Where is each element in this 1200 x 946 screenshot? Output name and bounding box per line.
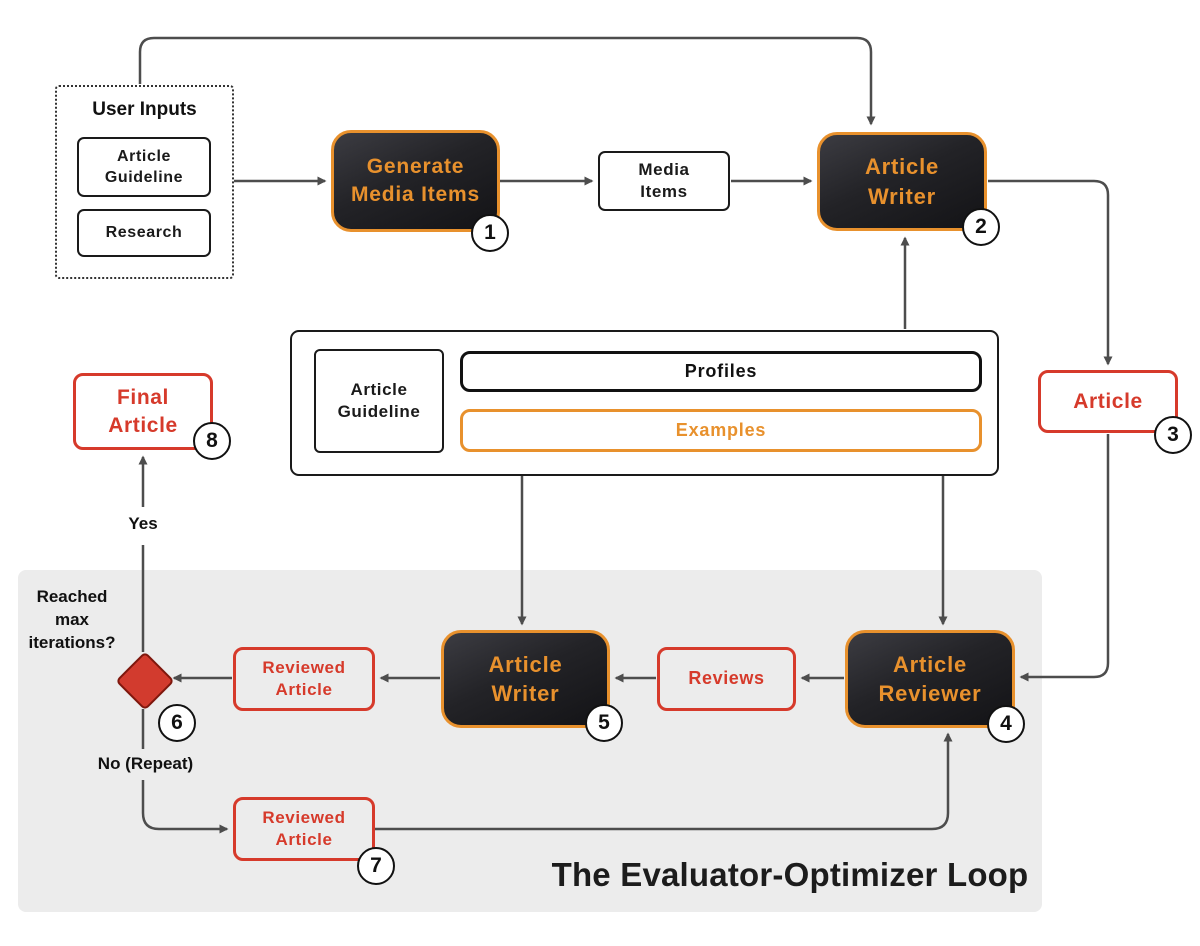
loop-title: The Evaluator-Optimizer Loop <box>551 856 1029 893</box>
profiles-node: Profiles <box>460 351 982 392</box>
reviewed-article-repeat-node: Reviewed Article <box>233 797 375 861</box>
context-container: Article Guideline Profiles Examples <box>290 330 999 476</box>
media-items-node: Media Items <box>598 151 730 211</box>
user-inputs-group: User Inputs Article Guideline Research <box>55 85 234 279</box>
article-node: Article <box>1038 370 1178 433</box>
user-input-article-guideline: Article Guideline <box>77 137 211 197</box>
step-badge-7: 7 <box>357 847 395 885</box>
step-badge-4: 4 <box>987 705 1025 743</box>
step-badge-3: 3 <box>1154 416 1192 454</box>
step-badge-8: 8 <box>193 422 231 460</box>
decision-question-label: Reached max iterations? <box>28 587 116 652</box>
examples-node: Examples <box>460 409 982 452</box>
user-inputs-title: User Inputs <box>92 99 197 120</box>
decision-yes-label: Yes <box>128 514 158 533</box>
generate-media-items-node: Generate Media Items <box>331 130 500 232</box>
reviews-node: Reviews <box>657 647 796 711</box>
connector-articlewriter-to-article <box>988 179 1113 366</box>
step-badge-5: 5 <box>585 704 623 742</box>
step-badge-2: 2 <box>962 208 1000 246</box>
step-badge-6: 6 <box>158 704 196 742</box>
context-article-guideline: Article Guideline <box>314 349 444 453</box>
decision-no-label: No (Repeat) <box>97 754 194 773</box>
connector-userinputs-to-articlewriter-top <box>138 36 876 126</box>
article-writer-node: Article Writer <box>817 132 987 231</box>
final-article-node: Final Article <box>73 373 213 450</box>
article-reviewer-node: Article Reviewer <box>845 630 1015 728</box>
step-badge-1: 1 <box>471 214 509 252</box>
loop-article-writer-node: Article Writer <box>441 630 610 728</box>
user-input-research: Research <box>77 209 211 257</box>
reviewed-article-node: Reviewed Article <box>233 647 375 711</box>
